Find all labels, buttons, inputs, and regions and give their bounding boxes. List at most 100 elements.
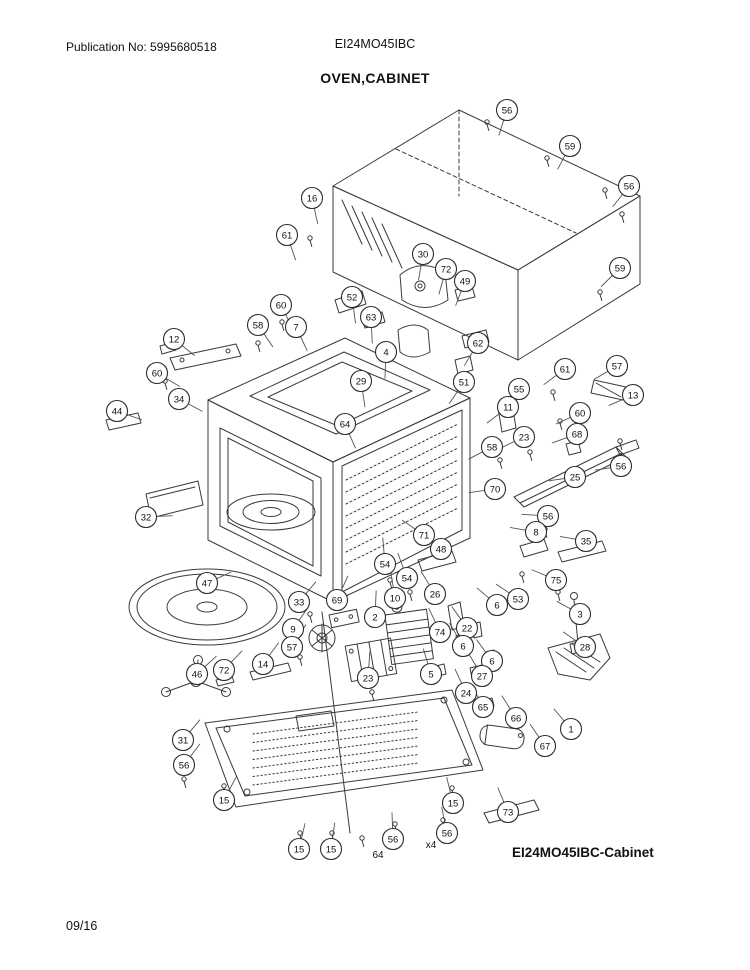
callout-33: 33: [287, 590, 311, 614]
svg-text:2: 2: [372, 612, 377, 623]
callout-1: 1: [559, 717, 583, 741]
callout-14: 14: [251, 652, 275, 676]
callout-26: 26: [423, 582, 447, 606]
callout-71: 71: [412, 523, 436, 547]
callout-67: 67: [533, 734, 557, 758]
svg-text:48: 48: [436, 544, 447, 555]
callout-56: 56: [495, 98, 519, 122]
svg-text:15: 15: [326, 844, 337, 855]
callout-46: 46: [185, 662, 209, 686]
callout-61: 61: [275, 223, 299, 247]
callout-70: 70: [483, 477, 507, 501]
svg-text:1: 1: [568, 724, 573, 735]
svg-text:55: 55: [514, 384, 525, 395]
svg-text:58: 58: [253, 320, 264, 331]
callout-56: 56: [609, 454, 633, 478]
cabinet-wrapper-art: [332, 109, 641, 361]
svg-text:60: 60: [575, 408, 586, 419]
callout-55: 55: [507, 377, 531, 401]
svg-text:25: 25: [570, 472, 581, 483]
svg-text:69: 69: [332, 595, 343, 606]
svg-text:61: 61: [282, 230, 293, 241]
callout-10: 10: [383, 586, 407, 610]
svg-text:31: 31: [178, 735, 189, 746]
svg-text:56: 56: [179, 760, 190, 771]
callout-66: 66: [504, 706, 528, 730]
callout-60: 60: [568, 401, 592, 425]
svg-text:34: 34: [174, 394, 185, 405]
svg-text:46: 46: [192, 669, 203, 680]
svg-text:11: 11: [503, 402, 513, 413]
svg-text:27: 27: [477, 671, 488, 682]
svg-text:72: 72: [441, 264, 452, 275]
svg-text:5: 5: [428, 669, 433, 680]
callout-34: 34: [167, 387, 191, 411]
svg-text:53: 53: [513, 594, 524, 605]
callout-15: 15: [441, 791, 465, 815]
callout-4: 4: [374, 340, 398, 364]
callout-22: 22: [455, 616, 479, 640]
callout-56: 56: [172, 753, 196, 777]
svg-text:4: 4: [383, 347, 388, 358]
svg-text:54: 54: [380, 559, 391, 570]
callout-62: 62: [466, 331, 490, 355]
callout-15: 15: [319, 837, 343, 861]
svg-text:32: 32: [141, 512, 152, 523]
svg-text:23: 23: [363, 673, 374, 684]
callout-6: 6: [485, 593, 509, 617]
svg-text:6: 6: [489, 656, 494, 667]
callout-32: 32: [134, 505, 158, 529]
callout-72: 72: [434, 257, 458, 281]
callout-2: 2: [363, 605, 387, 629]
svg-text:59: 59: [565, 141, 576, 152]
svg-text:47: 47: [202, 578, 213, 589]
callout-15: 15: [287, 837, 311, 861]
svg-text:35: 35: [581, 536, 592, 547]
svg-text:15: 15: [448, 798, 459, 809]
callout-24: 24: [454, 681, 478, 705]
svg-text:56: 56: [616, 461, 627, 472]
callout-58: 58: [246, 313, 270, 337]
svg-text:8: 8: [533, 527, 538, 538]
callout-56: 56: [381, 827, 405, 851]
svg-text:64: 64: [340, 419, 351, 430]
svg-text:33: 33: [294, 597, 305, 608]
callout-61: 61: [553, 357, 577, 381]
callout-64: 64: [333, 412, 357, 436]
callout-56: 56: [617, 174, 641, 198]
svg-text:60: 60: [152, 368, 163, 379]
svg-text:52: 52: [347, 292, 358, 303]
callout-52: 52: [340, 285, 364, 309]
callout-6: 6: [451, 634, 475, 658]
svg-text:73: 73: [503, 807, 514, 818]
callout-56: 56: [435, 821, 459, 845]
footer-date: 09/16: [66, 919, 98, 933]
callout-49: 49: [453, 269, 477, 293]
callout-28: 28: [573, 635, 597, 659]
svg-text:30: 30: [418, 249, 429, 260]
svg-text:3: 3: [577, 609, 582, 620]
callout-60: 60: [145, 361, 169, 385]
svg-text:67: 67: [540, 741, 551, 752]
callout-30: 30: [411, 242, 435, 266]
svg-text:24: 24: [461, 688, 472, 699]
svg-text:12: 12: [169, 334, 180, 345]
svg-text:59: 59: [615, 263, 626, 274]
callout-53: 53: [506, 587, 530, 611]
oven-cavity-art: [207, 337, 471, 603]
publication-number: Publication No: 5995680518: [66, 40, 217, 54]
svg-text:75: 75: [551, 575, 562, 586]
callout-59: 59: [608, 256, 632, 280]
diagram-decor: [162, 119, 625, 847]
callout-15: 15: [212, 788, 236, 812]
svg-text:71: 71: [419, 530, 430, 541]
svg-text:57: 57: [612, 361, 623, 372]
callout-72: 72: [212, 658, 236, 682]
callout-74: 74: [428, 620, 452, 644]
callout-31: 31: [171, 728, 195, 752]
callout-65: 65: [471, 695, 495, 719]
annotation-x4: x4: [426, 840, 437, 851]
callout-35: 35: [574, 529, 598, 553]
svg-text:22: 22: [462, 623, 473, 634]
